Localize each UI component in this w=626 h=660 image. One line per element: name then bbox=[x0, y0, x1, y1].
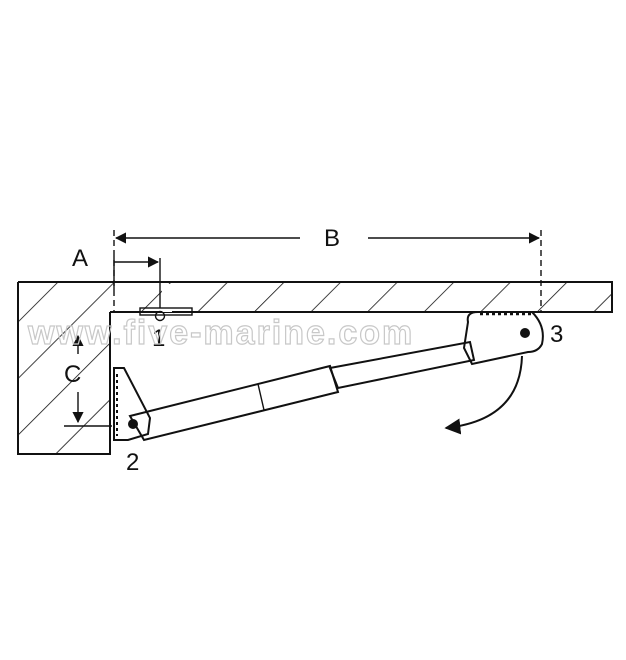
hinge bbox=[139, 307, 193, 322]
lower-bracket bbox=[113, 367, 152, 441]
label-point-2: 2 bbox=[126, 449, 139, 476]
label-point-1: 1 bbox=[152, 325, 165, 352]
hatch-lid bbox=[18, 281, 613, 313]
label-b: B bbox=[324, 225, 340, 252]
dimension-b: B bbox=[113, 225, 542, 312]
dimension-c: C bbox=[64, 334, 112, 427]
watermark: www.five-marine.com bbox=[27, 314, 414, 352]
label-c: C bbox=[64, 361, 81, 388]
label-point-3: 3 bbox=[550, 321, 563, 348]
rotation-arrow bbox=[444, 355, 523, 435]
label-a: A bbox=[72, 245, 88, 272]
gas-strut-cylinder bbox=[128, 364, 340, 442]
upper-bracket bbox=[462, 311, 544, 366]
piston-rod bbox=[328, 340, 476, 390]
